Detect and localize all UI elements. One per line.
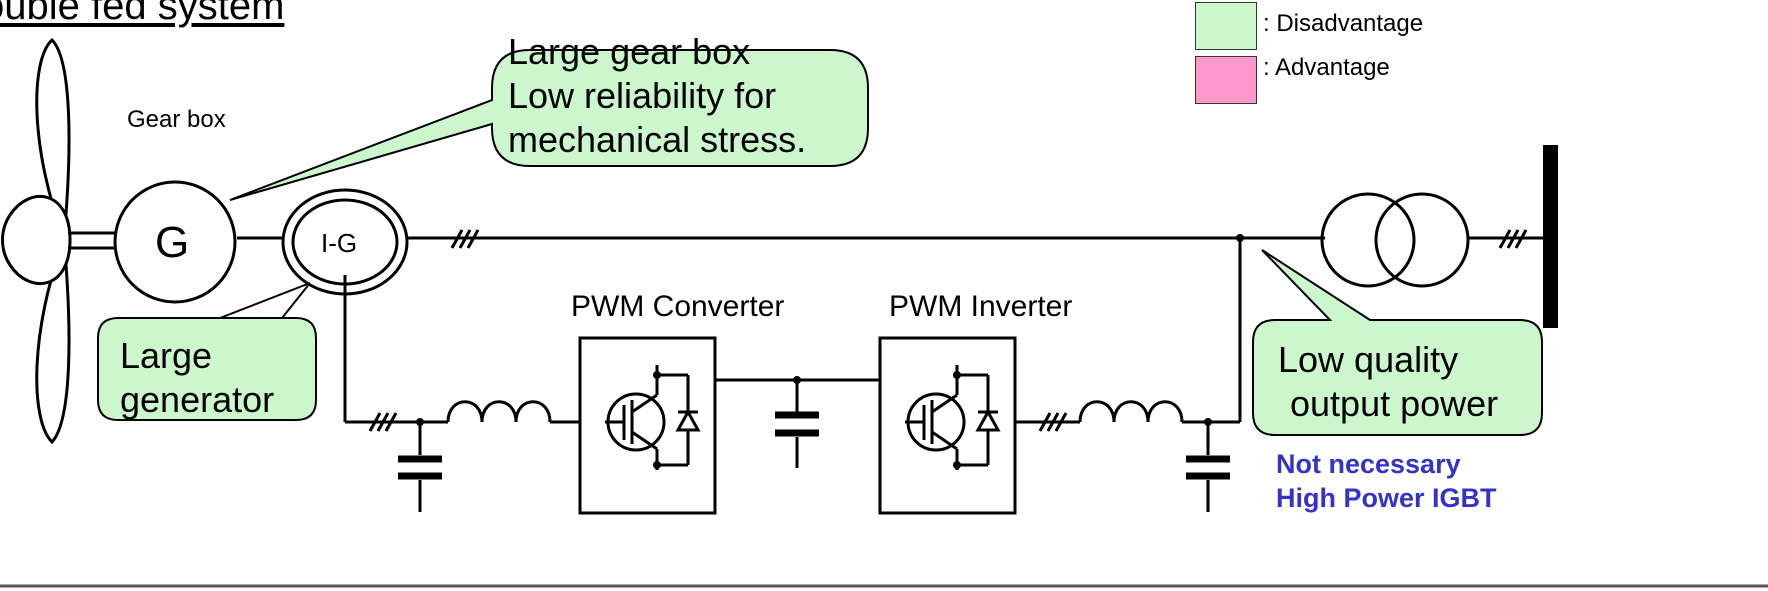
generator-symbol: G xyxy=(155,218,190,267)
transformer xyxy=(1320,192,1470,288)
legend-advantage-swatch xyxy=(1195,56,1257,104)
legend-disadvantage-label: : Disadvantage xyxy=(1263,10,1424,37)
callout-generator-line-1: Large xyxy=(120,335,213,376)
gear-box-label: Gear box xyxy=(127,106,226,133)
note-line-1: Not necessary xyxy=(1276,449,1461,479)
gearbox-circle xyxy=(113,180,237,304)
induction-generator-label: I-G xyxy=(321,228,358,258)
wind-turbine xyxy=(1,37,120,445)
grid-busbar xyxy=(1543,145,1558,328)
callout-gear-box-line-3: mechanical stress. xyxy=(508,119,807,160)
callout-output-line-2: output power xyxy=(1290,383,1499,424)
callout-output-power xyxy=(1252,249,1543,436)
callout-gear-box-line-1: Large gear box xyxy=(508,31,751,72)
note-line-3: ... xyxy=(1380,517,1403,547)
callout-gear-box xyxy=(229,49,869,201)
pwm-inverter-label: PWM Inverter xyxy=(889,290,1073,323)
callout-large-generator xyxy=(97,282,317,421)
induction-generator xyxy=(281,188,409,296)
note-line-2: High Power IGBT xyxy=(1276,483,1497,513)
callout-generator-line-2: generator xyxy=(120,379,275,420)
callout-output-line-1: Low quality xyxy=(1278,339,1459,380)
legend-advantage-label: : Advantage xyxy=(1263,54,1390,81)
callout-gear-box-line-2: Low reliability for xyxy=(508,75,777,116)
pwm-converter-label: PWM Converter xyxy=(571,290,785,323)
diagram-title: ouble fed system xyxy=(0,0,285,28)
legend-disadvantage-swatch xyxy=(1195,2,1257,50)
